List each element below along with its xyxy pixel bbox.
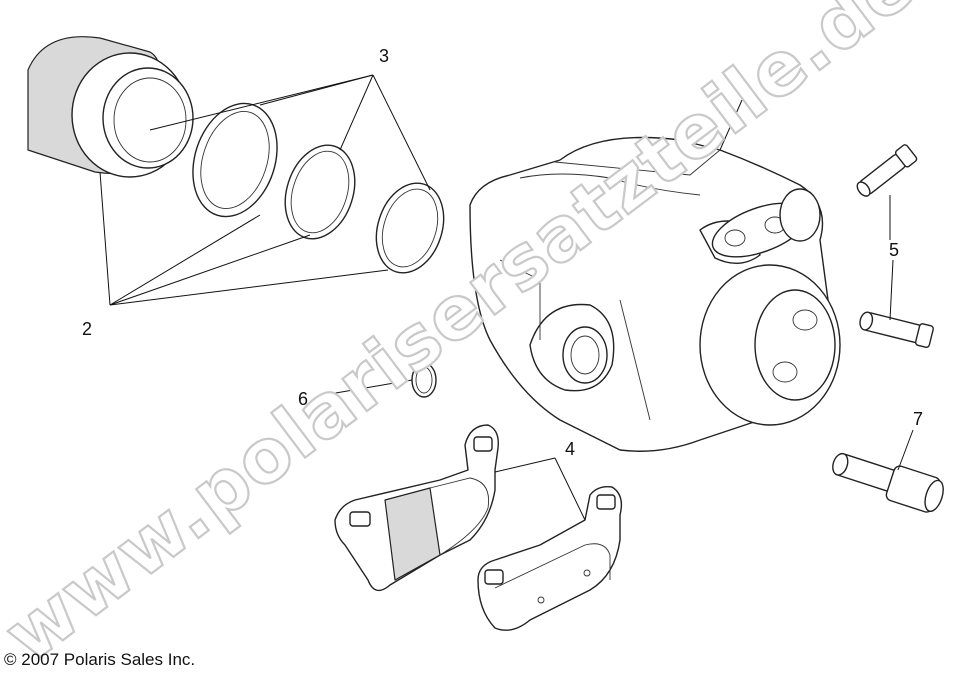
caliper-bolt [832, 452, 944, 513]
callout-6: 6 [298, 389, 308, 409]
callout-4: 4 [565, 439, 575, 459]
seal-rings [192, 102, 445, 274]
brake-pad-lower [477, 485, 623, 631]
brake-pad-upper [334, 424, 499, 592]
callout-2: 2 [82, 319, 92, 339]
callout-5: 5 [889, 240, 899, 260]
callout-7: 7 [913, 409, 923, 429]
leader-lines [99, 74, 914, 521]
callout-3: 3 [379, 46, 389, 66]
slide-pins [856, 144, 934, 348]
piston-assembly [27, 36, 194, 178]
caliper-body [469, 136, 841, 452]
callout-1: 1 [737, 78, 747, 98]
copyright-notice: © 2007 Polaris Sales Inc. [4, 650, 196, 669]
